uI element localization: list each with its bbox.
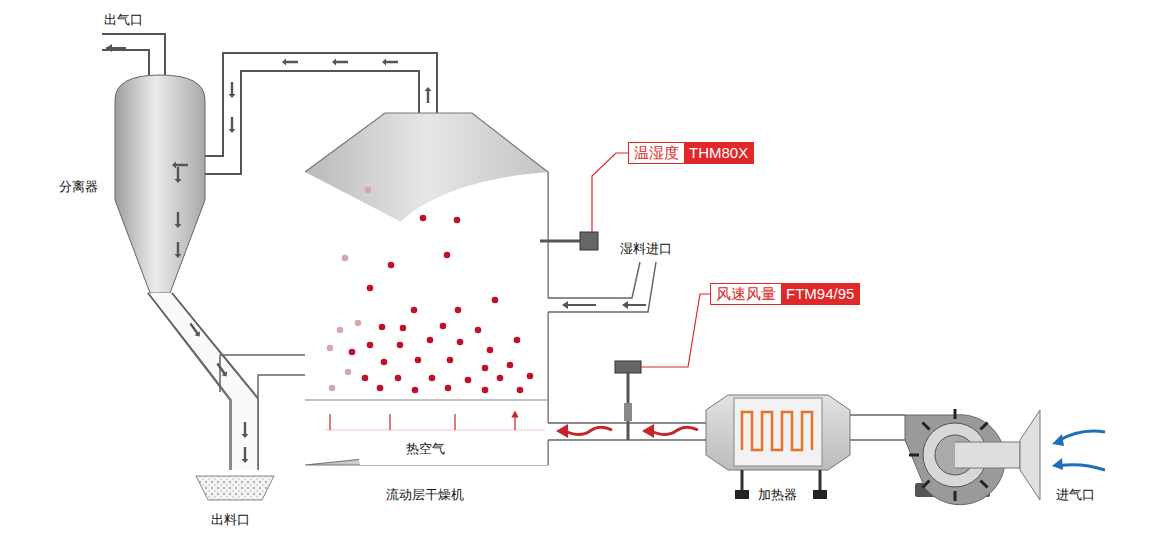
- callout-title: 温湿度: [629, 143, 684, 163]
- part-label: 加热器: [758, 487, 797, 503]
- part-label: 出料口: [211, 512, 250, 528]
- part-label: 进气口: [1056, 487, 1095, 503]
- part-label: 流动层干燥机: [386, 487, 464, 503]
- sensor-callout: 风速风量FTM94/95: [710, 283, 860, 305]
- model-number: THM80X: [684, 143, 753, 163]
- model-number: FTM94/95: [781, 284, 859, 304]
- part-label: 出气口: [104, 12, 143, 28]
- callout-title: 风速风量: [711, 284, 781, 304]
- sensor-callout: 温湿度THM80X: [628, 142, 754, 164]
- part-label: 湿料进口: [620, 241, 672, 257]
- part-label: 热空气: [406, 441, 445, 457]
- part-label: 分离器: [59, 179, 98, 195]
